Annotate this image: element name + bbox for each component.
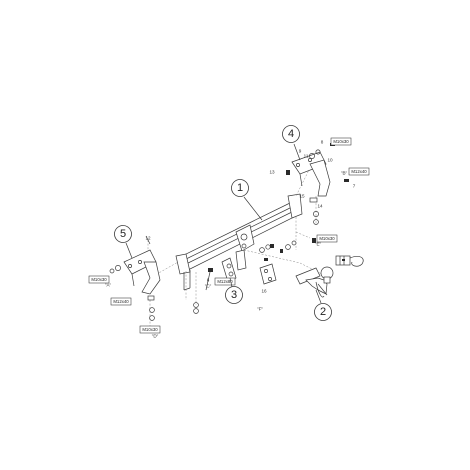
small-label: 6 — [207, 278, 210, 283]
callout-3: 3 — [225, 277, 243, 304]
svg-text:M10x30: M10x30 — [319, 236, 335, 241]
small-labels: 8 9 11 10 7 13 12 14 15 6 16 "B" "C" "A"… — [105, 140, 356, 339]
small-label: "D" — [152, 334, 159, 339]
guide-lines — [147, 167, 327, 326]
small-label: 12 — [145, 236, 151, 241]
callout-4: 4 — [282, 125, 301, 161]
bolt-spec-box: M10x30 — [316, 234, 338, 243]
bolt-spec-box: M10x30 — [88, 275, 110, 284]
plate — [259, 263, 277, 285]
small-label: 8 — [321, 140, 324, 145]
svg-text:1: 1 — [237, 182, 243, 194]
small-label: "F" — [257, 307, 263, 312]
small-label: 7 — [353, 184, 356, 189]
bolt-spec-box: M10x30 — [139, 325, 161, 334]
bolt-spec-box: M12x40 — [348, 167, 370, 176]
svg-text:4: 4 — [288, 128, 294, 140]
crossbar — [175, 193, 303, 291]
bolt-spec-box: M12x80 — [214, 277, 236, 286]
small-label: 14 — [317, 204, 323, 209]
small-label: "B" — [341, 171, 348, 176]
small-label: "C" — [205, 284, 212, 289]
small-label: 13 — [269, 170, 275, 175]
svg-text:5: 5 — [120, 228, 126, 240]
svg-text:M10x30: M10x30 — [142, 327, 158, 332]
left-bracket — [109, 235, 161, 321]
bolt-spec-box: M12x40 — [110, 297, 132, 306]
small-label: 10 — [327, 158, 333, 163]
callout-1: 1 — [231, 179, 263, 221]
svg-text:M12x40: M12x40 — [351, 169, 367, 174]
bolt-spec-box: M10x30 — [330, 137, 352, 146]
small-label: 9 — [299, 149, 302, 154]
small-label: 11 — [304, 154, 309, 159]
callout-5: 5 — [114, 225, 133, 259]
tow-ball — [295, 266, 334, 298]
right-bracket — [286, 143, 349, 243]
bolt-spec-boxes: M10x30 M12x40 M10x30 M12x80 M10x30 M12x4… — [88, 137, 370, 334]
small-label: 15 — [299, 194, 305, 199]
electrical-socket — [335, 255, 364, 267]
callout-2: 2 — [314, 289, 332, 321]
svg-text:M10x30: M10x30 — [333, 139, 349, 144]
svg-text:2: 2 — [320, 306, 326, 318]
svg-text:3: 3 — [231, 289, 237, 301]
small-label: "E" — [315, 242, 322, 247]
small-label: 16 — [261, 289, 267, 294]
svg-text:M12x80: M12x80 — [217, 279, 233, 284]
svg-text:M12x40: M12x40 — [113, 299, 129, 304]
svg-text:M10x30: M10x30 — [91, 277, 107, 282]
small-label: "A" — [105, 283, 112, 288]
bolt-set — [193, 240, 297, 314]
